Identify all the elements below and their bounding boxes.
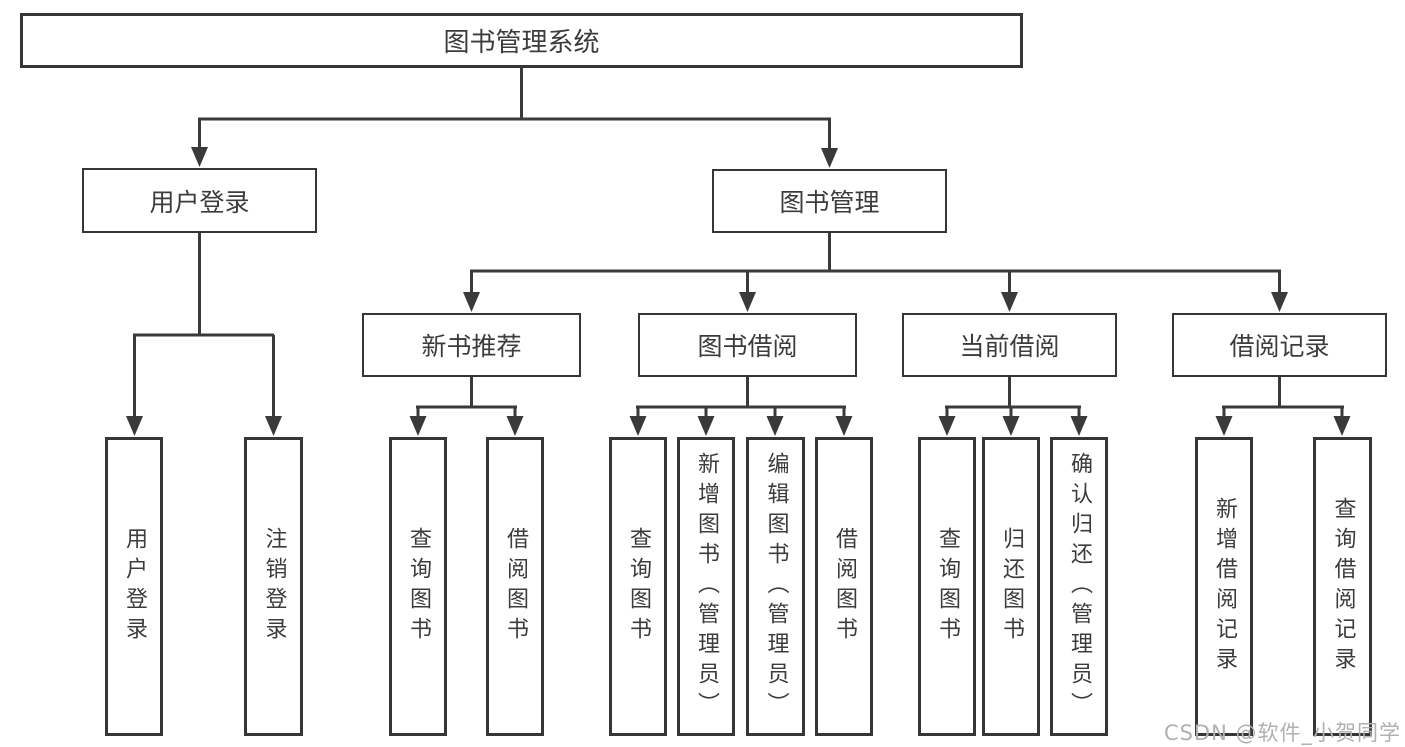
node-leaf-return-book: 归还图书 — [982, 437, 1040, 736]
node-new-book-recommend: 新书推荐 — [362, 313, 581, 377]
arrowhead-icon — [1070, 416, 1088, 436]
node-leaf-confirm-return: 确认归还（管理员） — [1050, 437, 1108, 736]
arrowhead-icon — [265, 416, 282, 436]
node-leaf-edit-book: 编辑图书（管理员） — [746, 437, 805, 736]
node-leaf-borrow-book-1: 借阅图书 — [486, 437, 544, 736]
arrowhead-icon — [1215, 416, 1233, 436]
node-leaf-query-book-1: 查询图书 — [389, 437, 447, 736]
arrowhead-icon — [697, 416, 715, 436]
watermark-text: CSDN @软件_小贺同学 — [1163, 721, 1401, 745]
node-current-borrowing: 当前借阅 — [902, 313, 1117, 377]
node-leaf-query-record: 查询借阅记录 — [1313, 437, 1372, 736]
node-user-login: 用户登录 — [82, 168, 317, 233]
arrowhead-icon — [739, 292, 756, 312]
arrowhead-icon — [1271, 292, 1288, 312]
node-leaf-query-book-2: 查询图书 — [609, 437, 667, 736]
node-root: 图书管理系统 — [20, 13, 1023, 68]
arrowhead-icon — [1001, 292, 1018, 312]
node-leaf-add-book: 新增图书（管理员） — [677, 437, 735, 736]
node-leaf-user-login: 用户登录 — [105, 437, 163, 736]
arrowhead-icon — [126, 416, 143, 436]
arrowhead-icon — [766, 416, 784, 436]
arrowhead-icon — [629, 416, 647, 436]
node-leaf-add-record: 新增借阅记录 — [1195, 437, 1253, 736]
arrowhead-icon — [1002, 416, 1020, 436]
node-book-management: 图书管理 — [712, 169, 947, 233]
node-borrowing-records: 借阅记录 — [1172, 313, 1387, 377]
arrowhead-icon — [1333, 416, 1351, 436]
arrowhead-icon — [821, 148, 838, 168]
node-book-borrowing: 图书借阅 — [638, 313, 857, 377]
arrowhead-icon — [506, 416, 524, 436]
node-leaf-logout: 注销登录 — [244, 437, 303, 736]
node-leaf-borrow-book-2: 借阅图书 — [815, 437, 873, 736]
arrowhead-icon — [938, 416, 956, 436]
arrowhead-icon — [191, 147, 208, 167]
arrowhead-icon — [409, 416, 427, 436]
arrowhead-icon — [463, 292, 480, 312]
arrowhead-icon — [835, 416, 853, 436]
node-leaf-query-book-3: 查询图书 — [918, 437, 976, 736]
